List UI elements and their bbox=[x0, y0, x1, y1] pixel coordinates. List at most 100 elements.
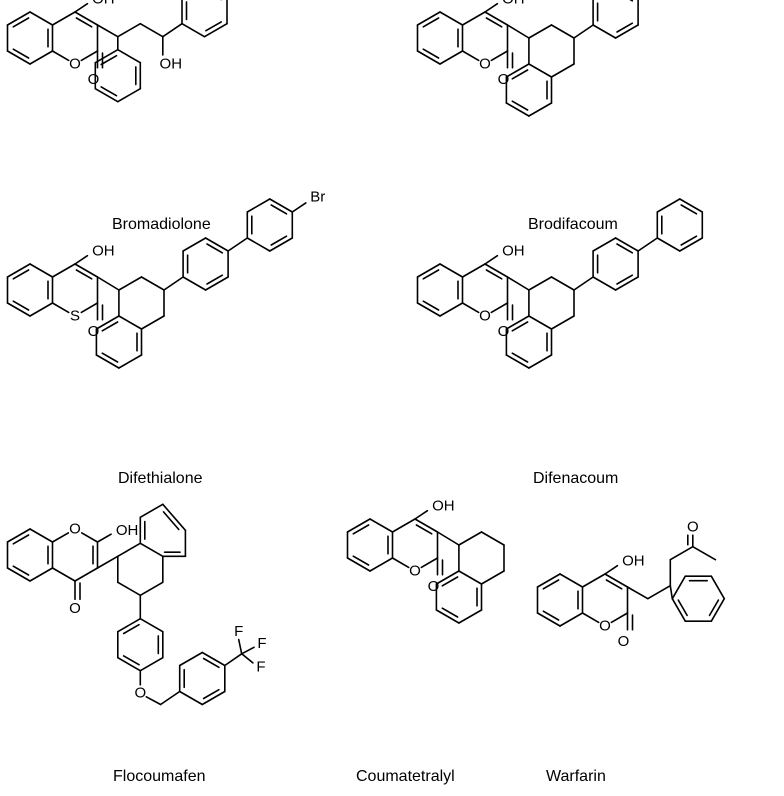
double-bond bbox=[12, 17, 30, 28]
bond bbox=[669, 545, 694, 561]
double-bond bbox=[708, 599, 720, 617]
bond bbox=[484, 2, 499, 13]
bond bbox=[626, 586, 649, 600]
carbonyl-oxygen: O bbox=[428, 578, 440, 595]
hydroxyl-label: OH bbox=[92, 0, 115, 8]
ring-oxygen: O bbox=[479, 308, 491, 325]
ring-bond bbox=[656, 237, 681, 252]
double-bond bbox=[680, 235, 698, 246]
double-bond bbox=[511, 100, 529, 111]
ring-bond bbox=[268, 237, 294, 252]
bond bbox=[436, 531, 460, 546]
bond bbox=[506, 276, 530, 291]
double-bond bbox=[122, 623, 140, 635]
caption-bromadiolone: Bromadiolone bbox=[112, 216, 211, 233]
ring-bond bbox=[139, 656, 164, 672]
double-bond bbox=[270, 235, 288, 246]
bond bbox=[528, 63, 553, 78]
bond bbox=[669, 584, 674, 600]
hydroxyl-label: OH bbox=[160, 56, 183, 73]
fluorine-label: F bbox=[257, 635, 266, 652]
ring-bond bbox=[95, 354, 120, 369]
ring-bond bbox=[178, 690, 204, 706]
ring-bond bbox=[118, 354, 143, 369]
caption-difethialone: Difethialone bbox=[118, 470, 203, 487]
ring-bond bbox=[536, 612, 561, 627]
ring-bond bbox=[439, 50, 464, 65]
ring-bond bbox=[536, 573, 561, 588]
hydroxyl-label: OH bbox=[502, 0, 525, 8]
bond bbox=[117, 581, 142, 597]
ring-bond bbox=[416, 50, 441, 65]
ring-bond bbox=[671, 575, 687, 600]
caption-brodifacoum: Brodifacoum bbox=[528, 216, 618, 233]
double-bond bbox=[511, 69, 529, 80]
ring-bond bbox=[559, 573, 584, 588]
bond bbox=[458, 570, 483, 585]
bond bbox=[490, 302, 509, 314]
ring-bond bbox=[268, 198, 294, 213]
double-bond bbox=[680, 204, 698, 215]
ring-bond bbox=[94, 87, 119, 103]
double-bond bbox=[485, 17, 503, 28]
ring-bond bbox=[29, 528, 54, 543]
bond bbox=[140, 276, 165, 291]
ring-bond bbox=[29, 263, 54, 278]
bond bbox=[118, 276, 143, 291]
bond bbox=[51, 302, 70, 314]
carbonyl-oxygen: O bbox=[88, 323, 100, 340]
bromadiolone-structure: OOOHOHBr bbox=[6, 0, 228, 103]
double-bond bbox=[206, 243, 224, 254]
ring-bond bbox=[204, 237, 229, 252]
double-bond bbox=[441, 576, 459, 587]
ring-bond bbox=[439, 11, 464, 26]
double-bond bbox=[206, 274, 224, 285]
ring-bond bbox=[505, 102, 530, 117]
double-bond bbox=[485, 269, 503, 280]
ring-bond bbox=[439, 302, 464, 317]
bond bbox=[118, 315, 143, 330]
bond bbox=[506, 24, 530, 39]
double-bond bbox=[202, 657, 220, 669]
carbonyl-oxygen: O bbox=[88, 71, 100, 88]
ring-bond bbox=[614, 24, 639, 39]
bond bbox=[140, 315, 165, 330]
bond bbox=[145, 695, 162, 706]
bond bbox=[96, 276, 120, 291]
double-bond bbox=[422, 269, 440, 280]
bond bbox=[550, 315, 575, 330]
bond bbox=[51, 263, 76, 278]
double-bond bbox=[352, 555, 370, 566]
bond bbox=[159, 690, 181, 706]
bond bbox=[117, 542, 142, 558]
double-bond bbox=[616, 22, 634, 33]
double-bond bbox=[616, 243, 634, 254]
caption-coumatetralyl: Coumatetralyl bbox=[356, 768, 455, 785]
caption-warfarin: Warfarin bbox=[546, 768, 606, 785]
bond bbox=[458, 531, 483, 546]
double-bond bbox=[202, 688, 220, 700]
ring-bond bbox=[29, 302, 54, 317]
ring-bond bbox=[435, 570, 460, 585]
ether-oxygen: O bbox=[134, 684, 146, 701]
bond bbox=[139, 581, 164, 597]
ring-bond bbox=[246, 198, 271, 213]
bond bbox=[51, 50, 70, 62]
bond bbox=[163, 276, 184, 291]
bond bbox=[80, 302, 99, 314]
ring-bond bbox=[139, 503, 164, 519]
ring-bond bbox=[139, 617, 164, 633]
ring-bond bbox=[162, 503, 187, 532]
ring-bond bbox=[117, 656, 142, 672]
bond bbox=[240, 646, 255, 655]
bond bbox=[96, 24, 119, 38]
bond bbox=[81, 532, 99, 543]
ring-bond bbox=[182, 276, 207, 291]
bond bbox=[528, 276, 553, 291]
ring-bond bbox=[6, 567, 31, 582]
bond bbox=[139, 22, 164, 38]
bond bbox=[237, 638, 243, 655]
ring-bond bbox=[204, 276, 229, 291]
